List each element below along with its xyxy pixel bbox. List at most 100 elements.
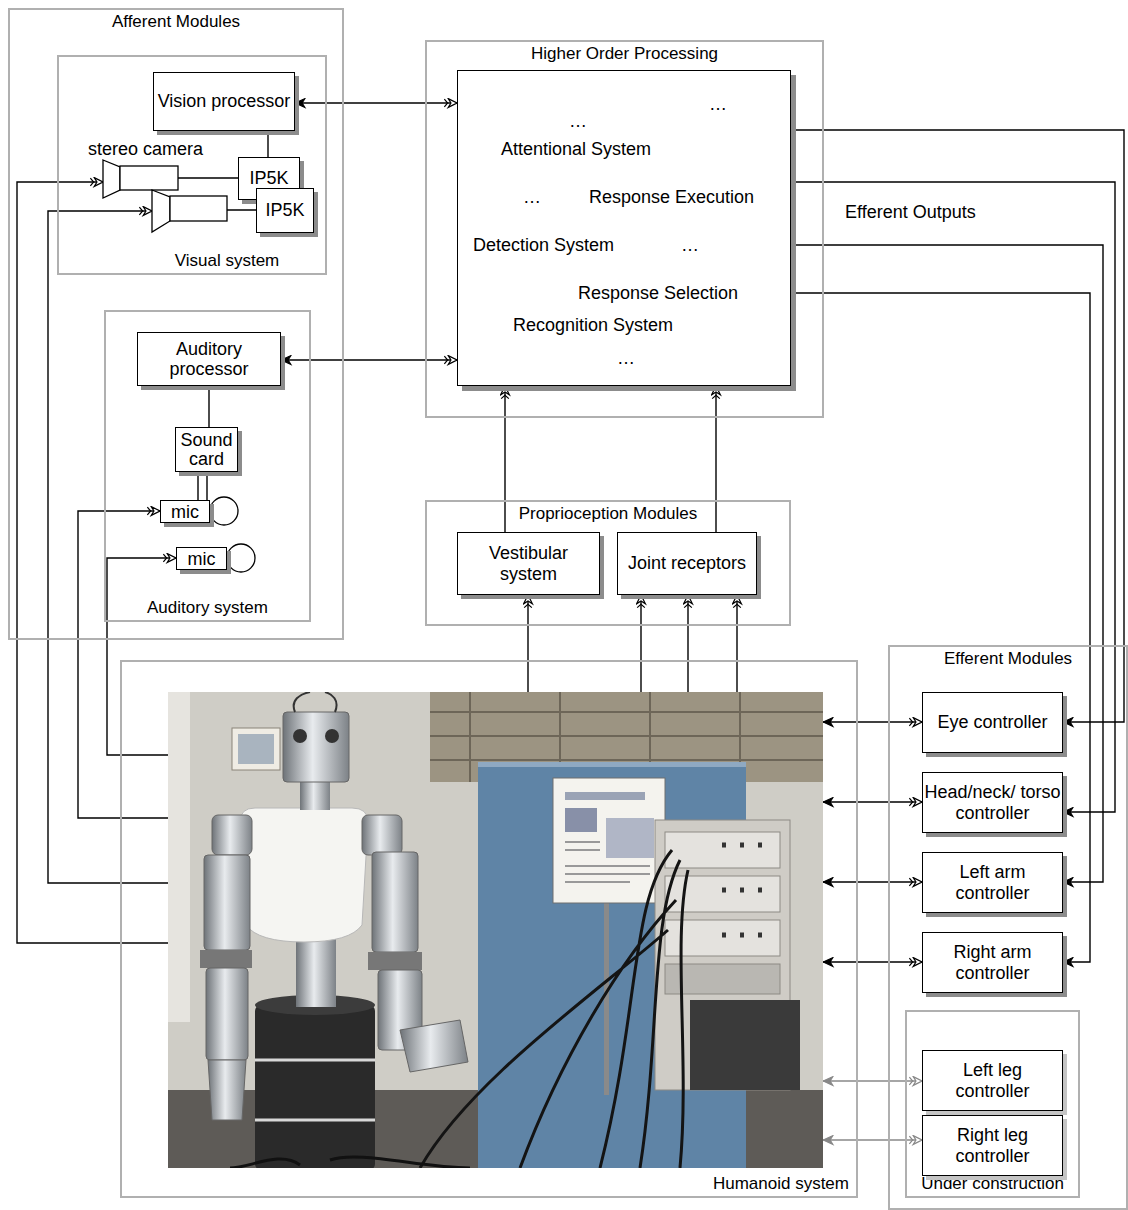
box-label: Right leg controller: [924, 1125, 1061, 1165]
mic-box: mic: [160, 500, 210, 523]
group-title: Auditory system: [144, 598, 271, 618]
poster-board: [553, 778, 665, 903]
connector: [78, 511, 168, 818]
box-label: Left leg controller: [924, 1060, 1061, 1100]
box-label: Sound card: [177, 431, 236, 469]
mic-head: [227, 544, 255, 572]
door-frame: [168, 692, 190, 1022]
function-label: …: [523, 187, 541, 209]
connector: [791, 130, 1124, 722]
box-label: Head/neck/ torso controller: [924, 782, 1061, 822]
box-label: Auditory processor: [139, 339, 279, 379]
module-group: Proprioception ModulesVestibular system J…: [425, 500, 791, 626]
poster-heading: [565, 792, 645, 800]
camera-body: [120, 166, 178, 190]
connector: [823, 881, 922, 882]
robot-shoulder: [212, 815, 252, 855]
hardware-box: IP5K: [256, 188, 314, 233]
robot-elbow: [200, 950, 252, 968]
poster-lines: [565, 842, 650, 882]
function-label: …: [709, 94, 727, 116]
camera-body: [170, 196, 227, 221]
connector: [823, 1080, 922, 1081]
box-label: Vestibular system: [459, 543, 598, 583]
function-label: Detection System: [473, 235, 614, 257]
connector: [715, 386, 716, 532]
sensor-box: Vestibular system: [457, 532, 600, 595]
annotation-label: stereo camera: [88, 139, 203, 161]
wall-picture: [232, 728, 280, 770]
group-title: Afferent Modules: [109, 12, 243, 32]
function-label: Response Execution: [589, 187, 754, 209]
controller-box: Left leg controller: [922, 1050, 1063, 1111]
robot-hand: [400, 1020, 468, 1072]
cables: [420, 850, 688, 1168]
function-label: …: [617, 348, 635, 370]
rack-panel: [665, 832, 780, 868]
group-title: Visual system: [172, 251, 283, 271]
connector: [791, 293, 1090, 962]
controller-box: Head/neck/ torso controller: [922, 772, 1063, 833]
box-label: mic: [188, 550, 216, 568]
robot-forearm: [206, 968, 248, 1060]
camera-lens: [103, 160, 120, 198]
base-tape: [255, 1060, 375, 1120]
function-label: Attentional System: [501, 139, 651, 161]
connector: [791, 245, 1103, 882]
box-label: mic: [171, 503, 199, 521]
connector: [791, 182, 1115, 812]
box-label: IP5K: [265, 200, 304, 220]
controller-box: Right leg controller: [922, 1115, 1063, 1176]
connector: [208, 386, 209, 427]
controller-box: Left arm controller: [922, 852, 1063, 913]
connector: [823, 721, 922, 722]
subsystem-group: Visual systemVision processorIP5KIP5K: [57, 55, 327, 275]
group-title: Higher Order Processing: [528, 44, 721, 64]
function-label: Recognition System: [513, 315, 673, 337]
process-box: Vision processor: [153, 72, 295, 131]
box-label: Left arm controller: [924, 862, 1061, 902]
connector: [823, 801, 922, 802]
connector: [687, 595, 688, 692]
box-label: Eye controller: [937, 712, 1047, 732]
connector: [281, 359, 457, 360]
group-title: Efferent Modules: [941, 649, 1075, 669]
partition-edge: [478, 762, 746, 767]
rack-knobs: [722, 845, 762, 935]
box-label: Vision processor: [158, 91, 291, 111]
robot-eye: [325, 729, 339, 743]
box-label: Right arm controller: [924, 942, 1061, 982]
robot-neck: [300, 780, 330, 810]
process-box: Auditory processor: [137, 332, 281, 386]
annotation-label: Efferent Outputs: [845, 202, 976, 224]
module-group: Efferent ModulesEye controllerHead/neck/…: [888, 645, 1128, 1210]
connector: [640, 595, 641, 692]
connector: [107, 558, 176, 755]
controller-box: Right arm controller: [922, 932, 1063, 993]
stereo-camera: [103, 160, 227, 232]
robot-waist: [296, 935, 336, 1007]
connector: [823, 961, 922, 962]
mic-head: [210, 497, 238, 525]
mic-box: mic: [176, 547, 227, 570]
robot-eye: [293, 729, 307, 743]
group-title: Proprioception Modules: [516, 504, 701, 524]
function-label: …: [569, 111, 587, 133]
group-title: Humanoid system: [710, 1174, 852, 1194]
camera-signal-wire: [17, 182, 168, 943]
connector: [527, 595, 528, 692]
head-cables: [294, 692, 337, 712]
module-group: Afferent ModulesVisual system Vision proc…: [8, 8, 344, 640]
robot-base: [255, 1005, 375, 1168]
poster-image: [606, 818, 654, 858]
box-label: Joint receptors: [628, 553, 746, 573]
processing-panel: … … Attentional System … Response ExecutionD…: [457, 70, 791, 386]
base-cables: [230, 1157, 470, 1168]
wall-picture-inner: [238, 734, 274, 764]
connector: [206, 472, 207, 500]
robot-head: [283, 712, 349, 782]
robot-arm: [372, 852, 418, 952]
rack-base: [690, 1000, 800, 1090]
humanoid-group: Humanoid system: [120, 660, 858, 1198]
connector: [267, 131, 268, 157]
